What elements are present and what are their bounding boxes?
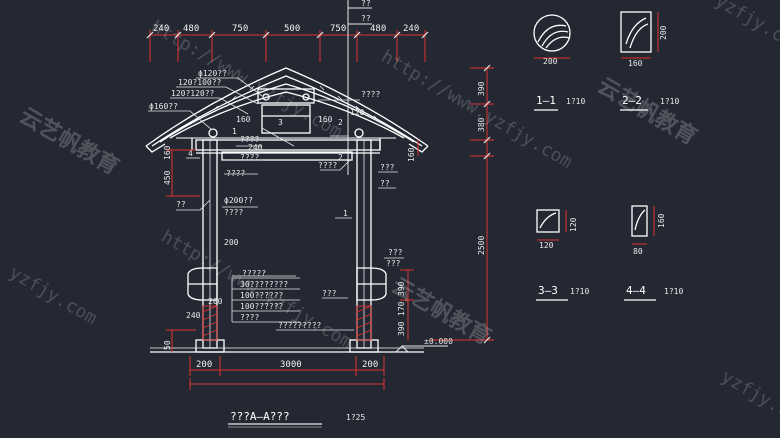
legend-line-1: ????? (242, 269, 266, 278)
label-phi120: ϕ120?? (198, 69, 227, 78)
label-q5: ??? (380, 163, 395, 172)
vdim-2500: 2500 (477, 236, 486, 255)
legend-line-4: 100?????? (240, 302, 284, 311)
top-note-2: ?? (361, 14, 371, 23)
label-phi200: ϕ200?? (224, 196, 253, 205)
section-1-1-label: 1—1 (536, 94, 556, 107)
pavilion-frame (150, 139, 424, 353)
left-leaders (148, 77, 296, 277)
marker-1-mid: 1 (343, 209, 348, 218)
label-120x100: 120?100?? (178, 78, 222, 87)
label-q6: ?? (380, 179, 390, 188)
vdim-380: 380 (477, 117, 486, 132)
marker-1-top: 1 (232, 127, 237, 136)
column-base-hatch (202, 305, 372, 341)
marker-2b: 2 (338, 153, 343, 162)
section-4-4-label: 4—4 (626, 284, 646, 297)
section-3-3-drawing (536, 209, 560, 233)
section-2-2-label: 2—2 (622, 94, 642, 107)
label-q9: ??? (322, 289, 337, 298)
vdim-170: 170 (397, 301, 406, 316)
section-2-2-drawing (620, 11, 652, 53)
material-legend (231, 277, 300, 323)
top-dim-6: 480 (370, 24, 386, 34)
vdim-390-top: 390 (477, 81, 486, 96)
label-q-left: ?? (176, 200, 186, 209)
top-dim-4: 500 (284, 24, 300, 34)
label-phi160: ϕ160?? (149, 102, 178, 111)
center-leaders (236, 99, 404, 299)
top-dimension-ticks (146, 31, 429, 39)
label-q3: ???? (226, 169, 245, 178)
section-3-3-dim-w: 120 (539, 241, 554, 250)
red-dim-200-base: 200 (208, 297, 223, 306)
section-1-1-dim: 200 (543, 57, 558, 66)
red-dim-200-col: 200 (224, 238, 239, 247)
label-q1: ???? (240, 135, 259, 144)
red-dim-160-ridge: 160 (318, 115, 333, 124)
top-dim-7: 240 (403, 24, 419, 34)
section-4-4-scale: 1?10 (664, 287, 683, 296)
marker-4: 4 (188, 149, 193, 158)
legend-line-3: 100?????? (240, 291, 284, 300)
bottom-dim-center: 3000 (280, 360, 302, 370)
red-dim-240-beam: 240 (248, 143, 263, 152)
vdim-390-bottom: 390 (397, 321, 406, 336)
elevation-mark (395, 345, 448, 353)
label-ridge: ???? (361, 90, 380, 99)
main-scale: 1?25 (346, 413, 365, 422)
section-2-2-dim-h: 200 (659, 25, 668, 40)
label-120x120: 120?120?? (171, 89, 215, 98)
section-2-2-scale: 1?10 (660, 97, 679, 106)
label-under-phi200: ???? (224, 208, 243, 217)
left-vertical-dims (166, 149, 200, 352)
section-3-3-dim-h: 120 (569, 217, 578, 232)
vdim-160-left: 160 (163, 145, 172, 160)
roof-hatch (195, 85, 379, 121)
label-q8: ??? (386, 259, 401, 268)
section-1-1-scale: 1?10 (566, 97, 585, 106)
right-vertical-dims (400, 67, 494, 341)
right-vertical-ticks (483, 64, 491, 344)
section-4-4-drawing (631, 205, 648, 237)
section-4-4-dim-h: 160 (657, 213, 666, 228)
label-q4: ???? (318, 161, 337, 170)
section-3-3-label: 3—3 (538, 284, 558, 297)
red-dim-120-ridge: 120 (350, 108, 365, 117)
top-dim-5: 750 (330, 24, 346, 34)
section-1-1-drawing (533, 14, 571, 52)
section-3-3-scale: 1?10 (570, 287, 589, 296)
bottom-dim-right: 200 (362, 360, 378, 370)
bottom-dimension-chain (189, 356, 385, 390)
bottom-right-label: ????????? (278, 321, 322, 330)
bottom-dim-left: 200 (196, 360, 212, 370)
top-dim-1: 240 (153, 24, 169, 34)
legend-line-5: ???? (240, 313, 259, 322)
label-q7: ??? (388, 248, 403, 257)
section-2-2-dim-w: 160 (628, 59, 643, 68)
label-q2: ???? (240, 153, 259, 162)
main-title: ???A—A??? (230, 410, 290, 423)
pavilion-roof (145, 67, 429, 153)
top-dim-3: 750 (232, 24, 248, 34)
marker-2a: 2 (338, 118, 343, 127)
top-note-1: ?? (361, 0, 371, 8)
red-dim-160-purlin: 160 (236, 115, 251, 124)
vdim-450: 450 (163, 170, 172, 185)
vdim-50: 50 (163, 340, 172, 350)
red-dim-240-base: 240 (186, 311, 201, 320)
marker-3: 3 (278, 118, 283, 127)
vdim-390-mid: 390 (397, 281, 406, 296)
elevation-label: ±0.000 (424, 337, 453, 346)
top-dim-2: 480 (183, 24, 199, 34)
legend-line-2: 30???????? (240, 280, 288, 289)
section-4-4-dim-w: 80 (633, 247, 643, 256)
vdim-160-right: 160 (407, 147, 416, 162)
